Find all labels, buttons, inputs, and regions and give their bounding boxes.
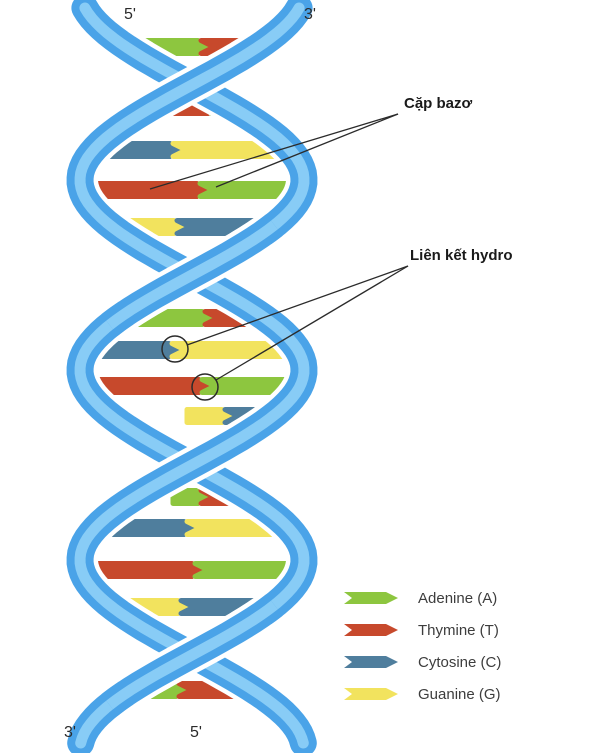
legend-label-cytosine: Cytosine (C) bbox=[418, 653, 502, 671]
strand-end-label-top-right: 3' bbox=[304, 6, 316, 23]
cytosine-arrow-icon bbox=[344, 656, 398, 668]
legend-item-cytosine: Cytosine (C) bbox=[340, 653, 501, 671]
legend-item-adenine: Adenine (A) bbox=[340, 589, 501, 607]
legend-item-guanine: Guanine (G) bbox=[340, 685, 501, 703]
strand-end-label-top-left: 5' bbox=[124, 6, 136, 23]
strand-end-label-bottom-left: 3' bbox=[64, 724, 76, 741]
strand-end-label-bottom-center: 5' bbox=[190, 724, 202, 741]
legend-item-thymine: Thymine (T) bbox=[340, 621, 501, 639]
legend-label-thymine: Thymine (T) bbox=[418, 621, 499, 639]
legend: Adenine (A) Thymine (T) Cytosine (C) Gua… bbox=[340, 589, 501, 703]
legend-label-guanine: Guanine (G) bbox=[418, 685, 501, 703]
legend-label-adenine: Adenine (A) bbox=[418, 589, 498, 607]
thymine-arrow-icon bbox=[344, 624, 398, 636]
adenine-arrow-icon bbox=[344, 592, 398, 604]
guanine-arrow-icon bbox=[344, 688, 398, 700]
base-pair-annotation: Cặp bazơ bbox=[404, 95, 473, 112]
hydrogen-bond-annotation: Liên kết hydro bbox=[410, 247, 513, 264]
